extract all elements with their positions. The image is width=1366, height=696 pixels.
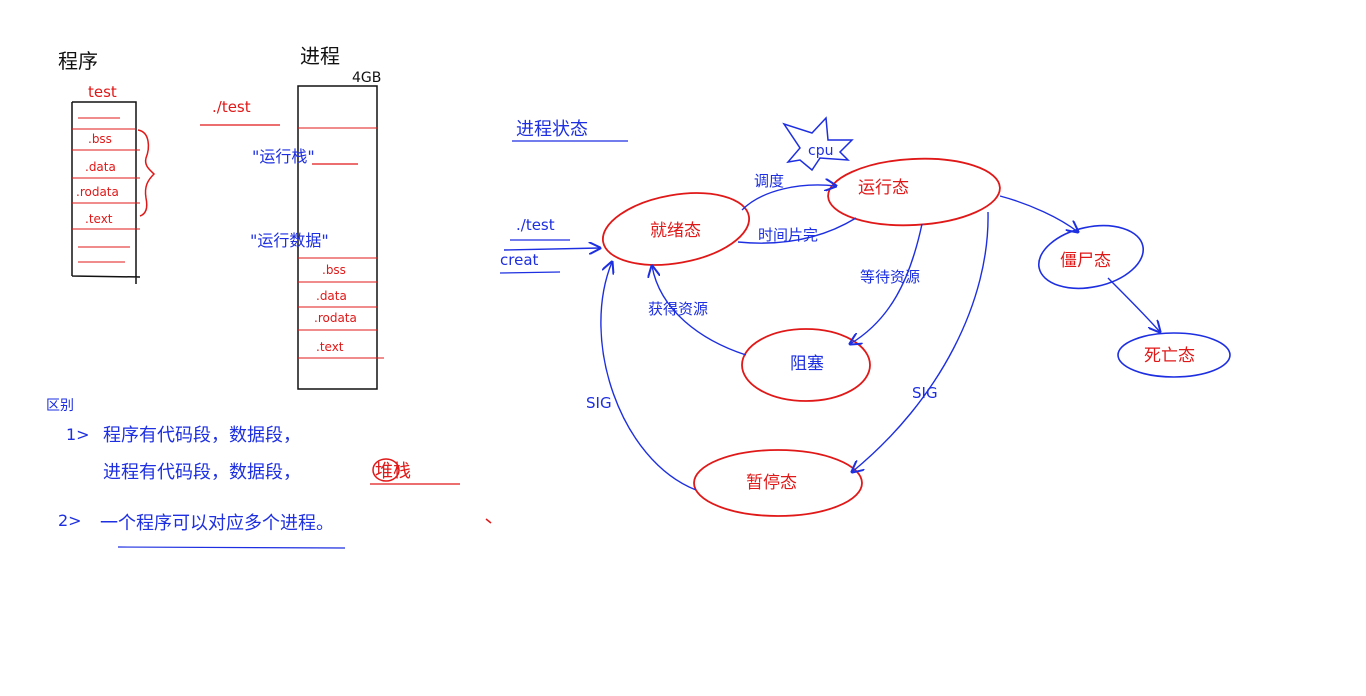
stray-mark [485,518,492,524]
state-diagram: 进程状态 cpu 就绪态 运行态 阻塞 暂停态 僵尸态 死亡态 调度 时间片完 … [499,116,1231,517]
state-dead [1117,332,1231,378]
process-section-rodata: .rodata [314,311,357,325]
exec-label: ./test [212,98,251,116]
entry-create-label: creat [500,251,539,269]
notes-line3-num: 2> [58,511,82,530]
edge-wait-resource-label: 等待资源 [860,268,920,286]
edge-time-slice-label: 时间片完 [758,226,818,244]
edge-get-resource [652,266,747,356]
process-title: 进程 [300,44,340,68]
edge-sig-stop-label: SIG [912,384,938,402]
program-section-rodata: .rodata [76,185,119,199]
state-stopped-label: 暂停态 [746,473,797,493]
notes-line2-extra: 堆栈 [375,461,411,482]
program-box [71,101,141,284]
program-section-lines [72,117,140,263]
edge-sig-cont [600,262,697,491]
entry-create-underline [499,271,561,274]
line3-underline [117,546,346,549]
cpu-label: cpu [808,143,833,159]
program-section-data: .data [85,160,116,174]
state-zombie [1037,224,1145,290]
process-data-label: "运行数据" [250,231,329,250]
program-section-bss: .bss [88,132,112,146]
state-stopped [693,449,863,517]
process-block: 进程 4GB "运行栈" "运行数据" .bss .data .rodata .… [250,44,384,390]
notes-line1-text: 程序有代码段，数据段， [103,425,301,446]
process-section-text: .text [316,340,344,354]
notes-line1-num: 1> [66,425,90,444]
process-section-labels: .bss .data .rodata .text [314,263,357,354]
process-stack-label: "运行栈" [252,147,315,166]
edge-get-resource-label: 获得资源 [648,300,708,318]
program-file-name: test [88,83,117,101]
program-section-text: .text [85,212,113,226]
edge-wait-resource [850,223,923,344]
process-section-lines [298,127,384,359]
process-box [297,85,378,390]
state-zombie-label: 僵尸态 [1060,251,1111,271]
heap-circle [372,458,400,482]
program-brace [137,129,156,217]
state-dead-label: 死亡态 [1144,346,1195,366]
notes: 区别 1> 程序有代码段，数据段， 进程有代码段，数据段， 堆栈 2> 一个程序… [46,398,492,549]
program-block: 程序 test .bss .data .rodata .text [58,49,156,284]
process-size-label: 4GB [352,70,381,86]
program-title: 程序 [58,49,98,73]
edge-schedule-label: 调度 [754,172,784,190]
edge-to-zombie [999,195,1078,232]
exec-label-group: ./test [200,98,280,126]
cpu-starburst [782,116,854,172]
state-blocked [741,328,871,402]
notes-label: 区别 [46,398,74,414]
edge-sig-cont-label: SIG [586,394,612,412]
edge-to-dead [1107,277,1160,332]
notes-line2-text: 进程有代码段，数据段， [103,462,301,483]
edge-time-slice [737,217,857,244]
state-blocked-label: 阻塞 [790,354,824,374]
state-ready-label: 就绪态 [650,221,701,241]
notes-line3-text: 一个程序可以对应多个进程。 [100,513,334,534]
state-running-label: 运行态 [858,178,909,198]
program-section-labels: .bss .data .rodata .text [76,132,119,226]
state-running [827,157,1001,227]
edge-entry [503,248,600,250]
process-section-data: .data [316,289,347,303]
edge-sig-stop [852,211,989,472]
process-section-bss: .bss [322,263,346,277]
edge-schedule [741,185,836,211]
state-ready [601,192,751,266]
entry-exec-label: ./test [516,216,555,234]
state-diagram-title: 进程状态 [516,119,588,140]
